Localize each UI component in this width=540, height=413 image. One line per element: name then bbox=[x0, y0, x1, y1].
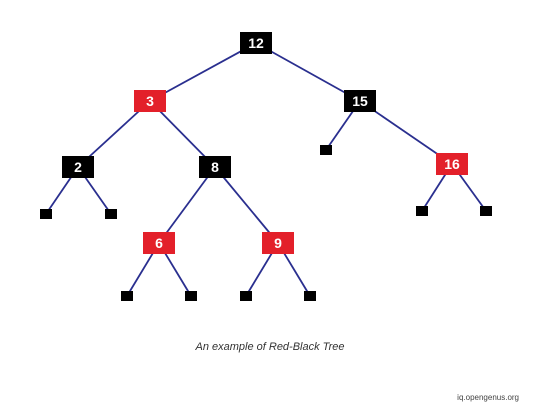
nil-leaf-box bbox=[240, 291, 252, 301]
nil-leaf bbox=[320, 145, 332, 155]
node-box bbox=[344, 90, 376, 112]
nil-leaf-box bbox=[320, 145, 332, 155]
tree-edge bbox=[214, 166, 279, 244]
nil-leaf-box bbox=[121, 291, 133, 301]
node-box bbox=[134, 90, 166, 112]
nil-leaf-box bbox=[105, 209, 117, 219]
tree-node-3: 3 bbox=[134, 90, 166, 112]
tree-edge bbox=[158, 166, 216, 244]
nil-leaf bbox=[304, 291, 316, 301]
node-label: 16 bbox=[444, 156, 460, 172]
node-label: 2 bbox=[74, 159, 82, 175]
nil-leaf-box bbox=[40, 209, 52, 219]
nil-leaf bbox=[240, 291, 252, 301]
nil-leaf bbox=[121, 291, 133, 301]
tree-node-8: 8 bbox=[199, 156, 231, 178]
tree-node-9: 9 bbox=[262, 232, 294, 254]
node-label: 8 bbox=[211, 159, 219, 175]
nil-leaf-box bbox=[416, 206, 428, 216]
tree-nodes: 12 3 15 2 8 16 6 9 bbox=[40, 32, 492, 301]
nil-leaf-box bbox=[185, 291, 197, 301]
nil-leaf-box bbox=[304, 291, 316, 301]
tree-node-16: 16 bbox=[436, 153, 468, 175]
node-box bbox=[199, 156, 231, 178]
tree-edge bbox=[149, 42, 257, 102]
node-box bbox=[436, 153, 468, 175]
node-label: 3 bbox=[146, 93, 154, 109]
nil-leaf bbox=[480, 206, 492, 216]
tree-node-15: 15 bbox=[344, 90, 376, 112]
node-box bbox=[240, 32, 272, 54]
nil-leaf bbox=[105, 209, 117, 219]
node-label: 6 bbox=[155, 235, 163, 251]
nil-leaf bbox=[185, 291, 197, 301]
node-box bbox=[62, 156, 94, 178]
tree-node-2: 2 bbox=[62, 156, 94, 178]
watermark: iq.opengenus.org bbox=[457, 393, 519, 402]
nil-leaf bbox=[416, 206, 428, 216]
tree-edges bbox=[45, 42, 487, 297]
tree-edge bbox=[255, 42, 361, 102]
nil-leaf-box bbox=[480, 206, 492, 216]
node-label: 15 bbox=[352, 93, 368, 109]
tree-node-6: 6 bbox=[143, 232, 175, 254]
diagram-caption: An example of Red-Black Tree bbox=[195, 341, 345, 353]
node-box bbox=[262, 232, 294, 254]
node-label: 9 bbox=[274, 235, 282, 251]
tree-node-12: 12 bbox=[240, 32, 272, 54]
node-box bbox=[143, 232, 175, 254]
nil-leaf bbox=[40, 209, 52, 219]
node-label: 12 bbox=[248, 35, 264, 51]
